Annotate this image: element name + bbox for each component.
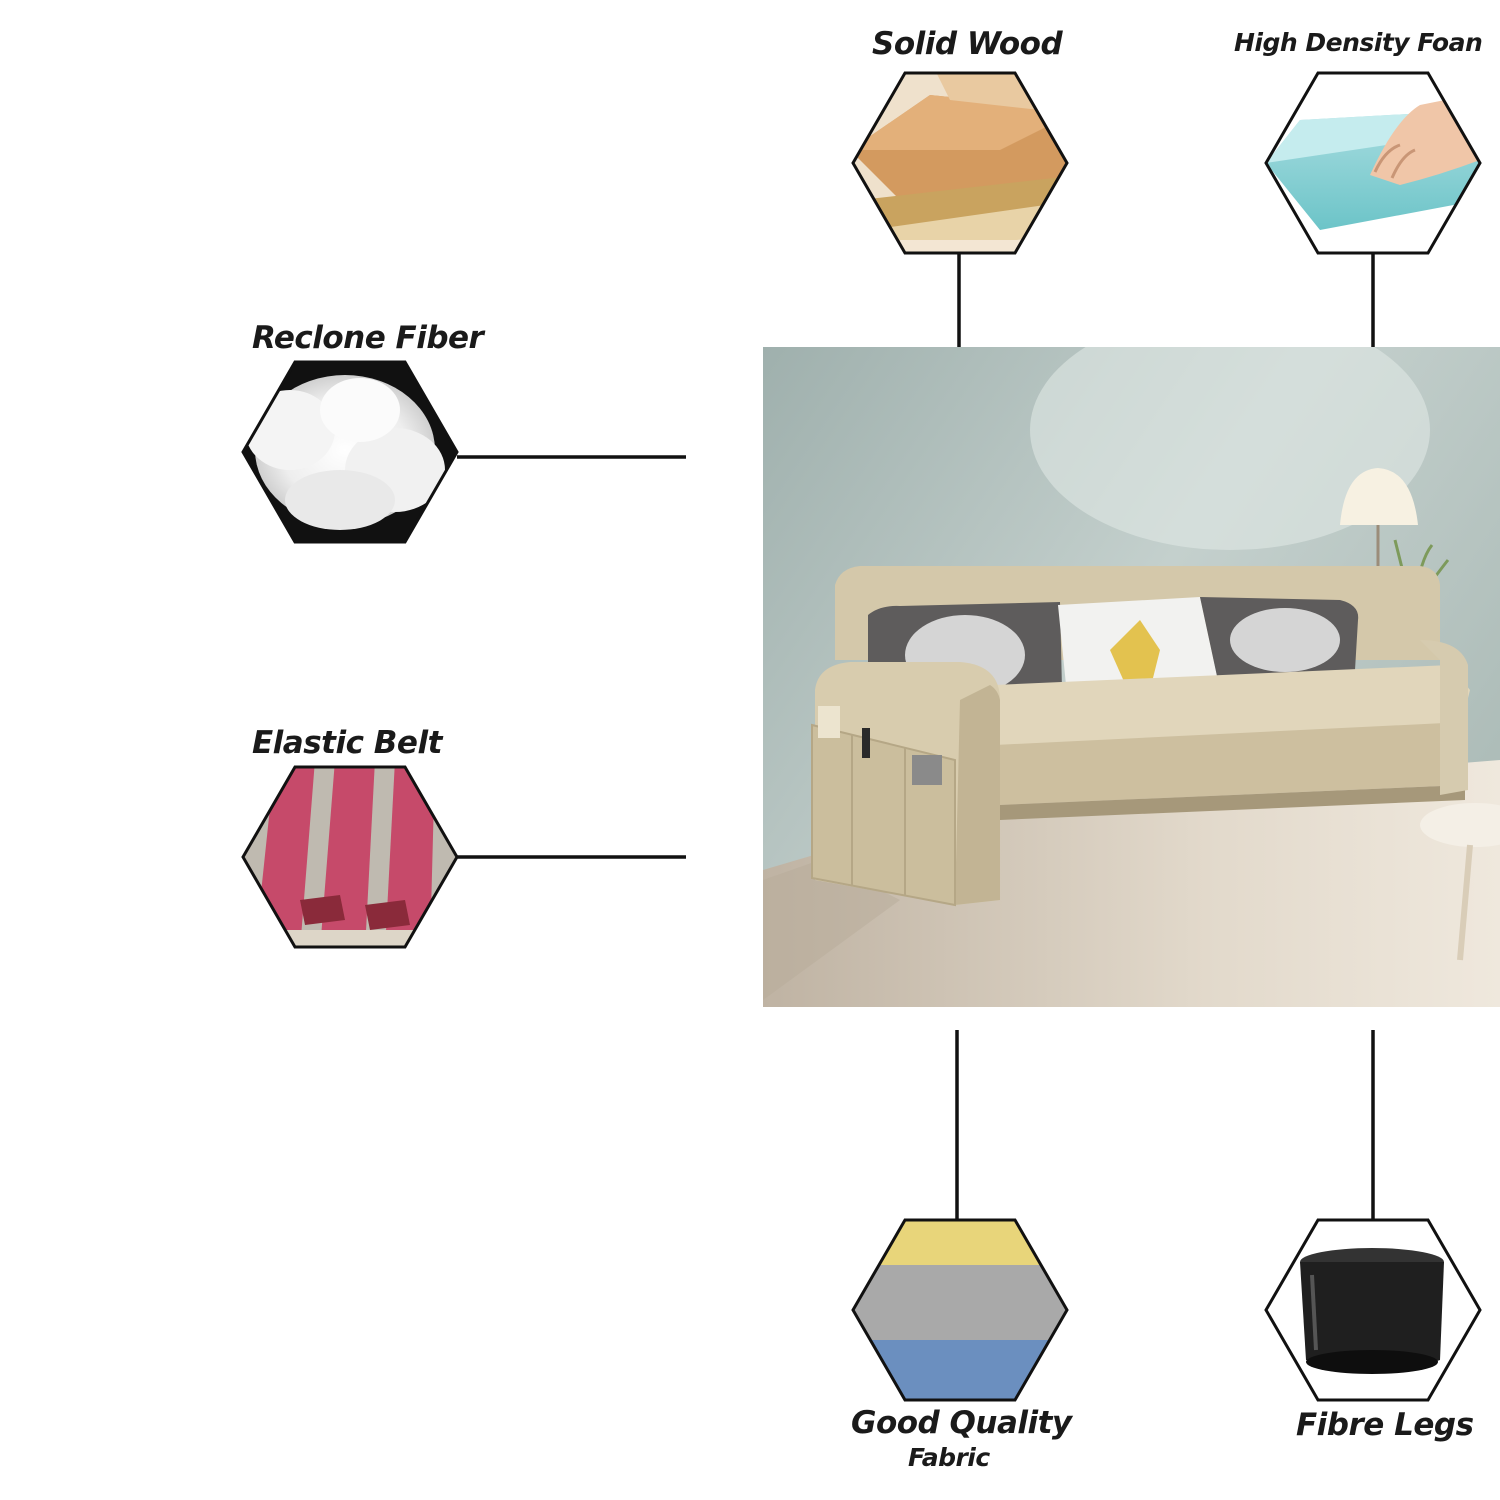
sofa-cum-bed-image [763, 347, 1500, 1007]
good-quality-fabric-label: Good Quality [851, 1405, 1072, 1441]
connector-lines [457, 253, 1375, 1220]
reclone-fiber-icon [241, 360, 459, 544]
solid-wood-icon [851, 71, 1069, 255]
high-density-foam-icon [1264, 71, 1482, 255]
reclone-fiber-label: Reclone Fiber [252, 320, 484, 356]
high-density-foam-label: High Density Foan [1234, 28, 1483, 57]
elastic-belt-icon [241, 765, 459, 949]
solid-wood-label: Solid Wood [872, 26, 1063, 62]
fibre-legs-label: Fibre Legs [1296, 1407, 1474, 1443]
sofa-leg-icon [1264, 1218, 1482, 1402]
fabric-swatch-icon [851, 1218, 1069, 1402]
good-quality-fabric-sublabel: Fabric [908, 1443, 990, 1472]
elastic-belt-label: Elastic Belt [252, 725, 442, 761]
